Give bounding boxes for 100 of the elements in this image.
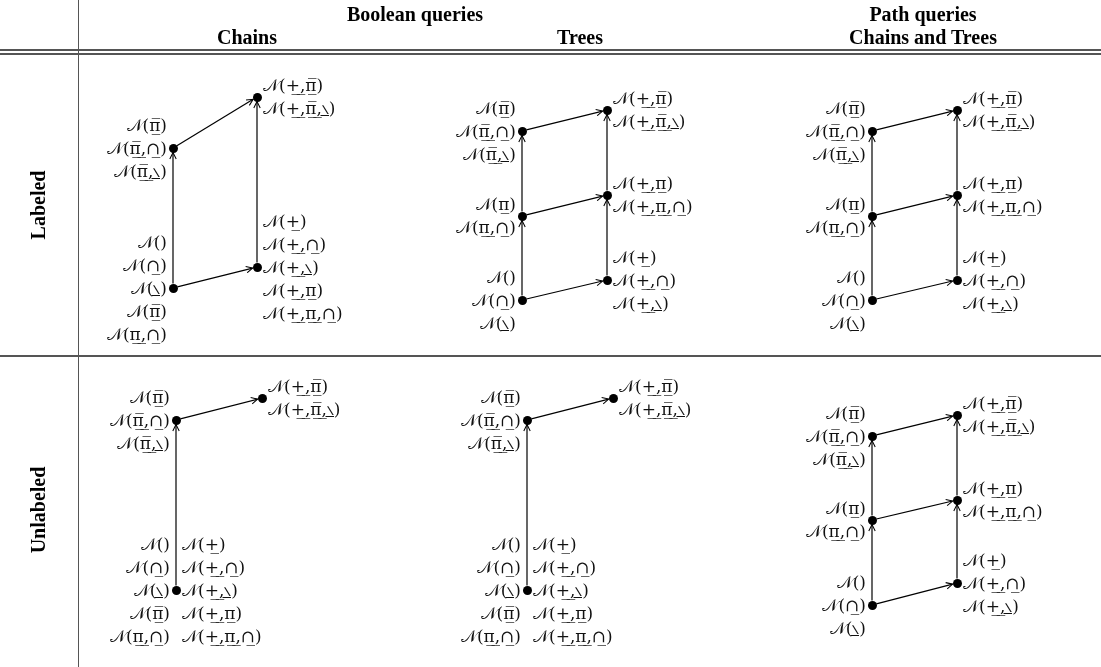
formula-label: 𝒩(π̲,̲∩̲): [109, 624, 170, 648]
formula-label: 𝒩(+̲,̲π̲): [263, 278, 324, 302]
formula-label: 𝒩(+̲): [963, 245, 1007, 269]
formula-label: 𝒩(π̲,̲∩̲): [460, 624, 521, 648]
column-header: Path queries: [869, 3, 977, 25]
formula-label: 𝒩(): [137, 230, 167, 254]
formula-label: 𝒩(π̲̅): [126, 113, 167, 137]
formula-label: 𝒩(+̲,̲π̲̅): [263, 74, 324, 97]
arrow: [875, 194, 954, 216]
formula-label: 𝒩(π̲,̲∩̲): [805, 216, 866, 239]
formula-label: 𝒩(∩̲): [126, 555, 170, 579]
arrow: [525, 278, 604, 300]
node-dot: [952, 190, 962, 200]
arrow: [868, 219, 876, 297]
formula-label: 𝒩(π̲̅): [480, 601, 521, 625]
row-header: Labeled: [26, 170, 50, 240]
node-dot: [171, 585, 181, 595]
formula-label: 𝒩(+̲,̲π̲,̲∩̲): [182, 624, 262, 648]
formula-label: 𝒩(π̲̅,̲∖̲): [117, 431, 170, 455]
formula-label: 𝒩(∩̲): [472, 288, 516, 312]
arrow: [953, 503, 961, 580]
formula-label: 𝒩(): [140, 532, 170, 556]
arrow: [953, 418, 961, 497]
arrow: [868, 523, 876, 602]
formula-label: 𝒩(+̲,̲∩̲): [263, 232, 327, 256]
arrow: [169, 151, 177, 285]
formula-label: 𝒩(π̲): [825, 193, 866, 216]
formula-label: 𝒩(π̲̅): [126, 299, 167, 323]
node-dot: [602, 105, 612, 115]
formula-label: 𝒩(+̲,̲π̲): [963, 477, 1024, 500]
node-dot: [517, 126, 527, 136]
arrow: [172, 423, 180, 587]
arrow: [875, 414, 954, 436]
formula-label: 𝒩(∖̲): [133, 578, 170, 602]
column-header: Trees: [557, 26, 603, 48]
formula-label: 𝒩(+̲,̲π̲,̲∩̲): [963, 195, 1043, 218]
formula-label: 𝒩(π̲,̲∩̲): [805, 520, 866, 543]
formula-label: 𝒩(+̲,̲π̲̅): [613, 87, 674, 110]
arrow: [518, 134, 526, 213]
formula-label: 𝒩(π̲̅): [825, 96, 866, 120]
formula-label: 𝒩(+̲,̲π̲̅): [963, 392, 1024, 415]
arrow: [525, 109, 604, 131]
formula-label: 𝒩(∖̲): [829, 616, 866, 640]
node-dot: [867, 600, 877, 610]
formula-label: 𝒩(+̲,̲π̲̅,̲∖̲): [963, 110, 1036, 133]
node-dot: [171, 415, 181, 425]
formula-label: 𝒩(): [836, 570, 866, 594]
formula-label: 𝒩(+̲,̲∖̲): [963, 291, 1019, 315]
formula-label: 𝒩(π̲,̲∩̲): [455, 216, 516, 239]
node-dot: [952, 578, 962, 588]
formula-label: 𝒩(π̲̅,̲∖̲): [468, 431, 521, 455]
node-dot: [952, 410, 962, 420]
formula-label: 𝒩(π̲̅,̲∩̲): [455, 119, 516, 143]
formula-label: 𝒩(+̲,̲π̲): [613, 172, 674, 195]
formula-label: 𝒩(+̲,̲π̲): [182, 601, 243, 625]
node-dot: [867, 126, 877, 136]
formula-label: 𝒩(+̲,̲∖̲): [963, 594, 1019, 618]
formula-label: 𝒩(∩̲): [477, 555, 521, 579]
formula-label: 𝒩(): [486, 265, 516, 289]
node-dot: [257, 393, 267, 403]
arrow: [875, 582, 954, 605]
formula-label: 𝒩(+̲,̲π̲̅,̲∖̲): [963, 415, 1036, 438]
formula-label: 𝒩(+̲,̲π̲): [963, 172, 1024, 195]
formula-label: 𝒩(+̲): [182, 532, 226, 556]
arrow: [176, 266, 254, 288]
node-dot: [867, 515, 877, 525]
node-dot: [952, 495, 962, 505]
formula-label: 𝒩(+̲,̲π̲,̲∩̲): [613, 195, 693, 218]
formula-label: 𝒩(+̲,̲π̲̅,̲∖̲): [268, 398, 341, 421]
formula-label: 𝒩(π̲̅,̲∩̲): [460, 408, 521, 432]
row-header: Unlabeled: [26, 466, 50, 554]
formula-label: 𝒩(π̲̅,̲∖̲): [114, 159, 167, 183]
node-dot: [168, 283, 178, 293]
formula-label: 𝒩(+̲,̲∖̲): [182, 578, 238, 602]
formula-label: 𝒩(π̲̅): [129, 385, 170, 409]
formula-label: 𝒩(+̲,̲π̲): [533, 601, 594, 625]
arrow: [253, 100, 261, 264]
node-dot: [602, 190, 612, 200]
arrow: [875, 498, 954, 520]
formula-label: 𝒩(+̲,̲π̲̅): [619, 375, 680, 398]
formula-label: 𝒩(π̲̅,̲∩̲): [106, 136, 167, 160]
formula-label: 𝒩(+̲): [263, 209, 307, 233]
node-dot: [608, 393, 618, 403]
node-dot: [952, 275, 962, 285]
formula-label: 𝒩(π̲̅,̲∖̲): [463, 142, 516, 166]
arrow: [176, 98, 254, 147]
formula-label: 𝒩(+̲,̲∩̲): [963, 571, 1027, 595]
formula-label: 𝒩(+̲,̲π̲̅,̲∖̲): [613, 110, 686, 133]
formula-label: 𝒩(+̲,̲∖̲): [263, 255, 319, 279]
formula-label: 𝒩(+̲): [613, 245, 657, 269]
formula-label: 𝒩(+̲,̲∩̲): [963, 268, 1027, 292]
formula-label: 𝒩(+̲,̲π̲̅): [268, 375, 329, 398]
formula-label: 𝒩(∩̲): [822, 288, 866, 312]
formula-label: 𝒩(π̲̅,̲∖̲): [813, 447, 866, 471]
arrow: [525, 194, 604, 216]
arrow: [953, 198, 961, 277]
arrow: [868, 134, 876, 213]
node-dot: [867, 211, 877, 221]
formula-label: 𝒩(π̲̅,̲∖̲): [813, 142, 866, 166]
formula-label: 𝒩(+̲,̲π̲̅,̲∖̲): [263, 97, 336, 120]
